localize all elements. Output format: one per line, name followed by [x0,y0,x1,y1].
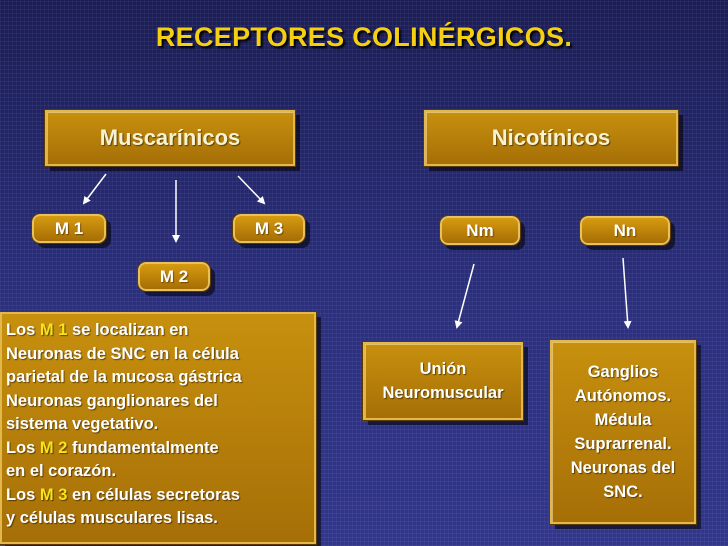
nn-target-box: Ganglios Autónomos. Médula Suprarrenal. … [549,339,697,525]
desc-line6-post: fundamentalmente [67,438,219,457]
nm-target-line2: Neuromuscular [382,384,504,402]
m1-pill: M 1 [31,213,107,244]
desc-line6-pre: Los [6,438,40,457]
nn-target-line4: Suprarrenal. [574,435,672,453]
desc-m1-highlight: M 1 [39,321,68,339]
desc-line3: parietal de la mucosa gástrica [6,368,242,386]
page-title: RECEPTORES COLINÉRGICOS. [155,22,573,52]
m3-pill: M 3 [232,213,306,244]
nn-target-line2: Autónomos. [574,387,672,405]
nm-target-box: Unión Neuromuscular [362,341,524,421]
desc-line5: sistema vegetativo. [6,415,159,433]
nm-target-line1: Unión [419,360,467,378]
nm-pill: Nm [439,215,521,246]
muscarinic-header: Muscarínicos [44,109,296,167]
nn-pill: Nn [579,215,671,246]
desc-line1-pre: Los [6,321,40,339]
arrow-to-m3 [237,175,266,205]
desc-line1-post: se localizan en [67,321,189,339]
nicotinic-header: Nicotínicos [423,109,679,167]
desc-line4: Neuronas ganglionares del [6,391,218,410]
desc-line8-post: en células secretoras [67,485,240,504]
arrow-to-m1 [82,173,107,205]
desc-line8-pre: Los [6,485,40,504]
nn-target-line1: Ganglios [587,363,659,381]
desc-m2-highlight: M 2 [39,438,68,457]
nn-target-line3: Médula [594,411,652,429]
desc-line2: Neuronas de SNC en la célula [6,344,239,363]
muscarinic-description: Los M 1 se localizan en Neuronas de SNC … [0,311,317,545]
desc-line9: y células musculares lisas. [6,509,218,527]
nn-target-line6: SNC. [603,483,643,501]
m2-pill: M 2 [137,261,211,292]
desc-line7: en el corazón. [6,462,117,480]
arrow-to-nn-target [622,257,632,329]
arrow-to-nm-target [454,263,475,329]
desc-m3-highlight: M 3 [39,485,68,504]
nn-target-line5: Neuronas del [570,459,676,477]
